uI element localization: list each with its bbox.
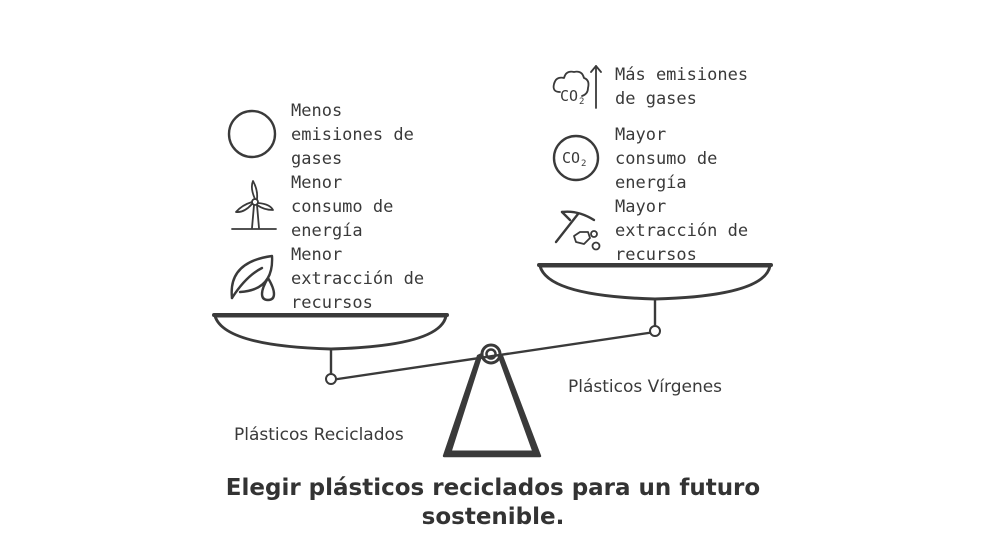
right-side-label: Plásticos Vírgenes (568, 377, 723, 397)
pickaxe-icon (554, 210, 601, 251)
co2-text: CO (562, 149, 580, 167)
right-item-energy: Mayor consumo de energía (615, 125, 718, 193)
left-item-resources: Menor extracción de recursos (291, 245, 425, 313)
left-pan (212, 313, 449, 351)
balance-beam (329, 330, 657, 382)
left-pivot (325, 373, 337, 385)
diagram-title: Elegir plásticos reciclados para un futu… (225, 475, 761, 530)
co2-subscript: 2 (579, 97, 584, 107)
circle-icon (227, 109, 277, 159)
co2-text: CO (560, 87, 578, 105)
wind-turbine-icon (231, 180, 277, 230)
co2-cloud-arrow-up-icon: CO 2 (552, 65, 602, 109)
right-pan (537, 263, 773, 301)
left-item-emissions: Menos emisiones de gases (291, 101, 414, 169)
right-item-emissions: Más emisiones de gases (615, 65, 749, 109)
fulcrum (442, 343, 542, 458)
co2-circle-icon: CO 2 (552, 134, 600, 182)
left-side-label: Plásticos Reciclados (234, 425, 404, 445)
co2-subscript: 2 (581, 159, 586, 169)
right-pivot (649, 325, 661, 337)
left-item-energy: Menor consumo de energía (291, 173, 394, 241)
leaf-drop-icon (230, 254, 276, 302)
right-item-resources: Mayor extracción de recursos (615, 197, 749, 265)
